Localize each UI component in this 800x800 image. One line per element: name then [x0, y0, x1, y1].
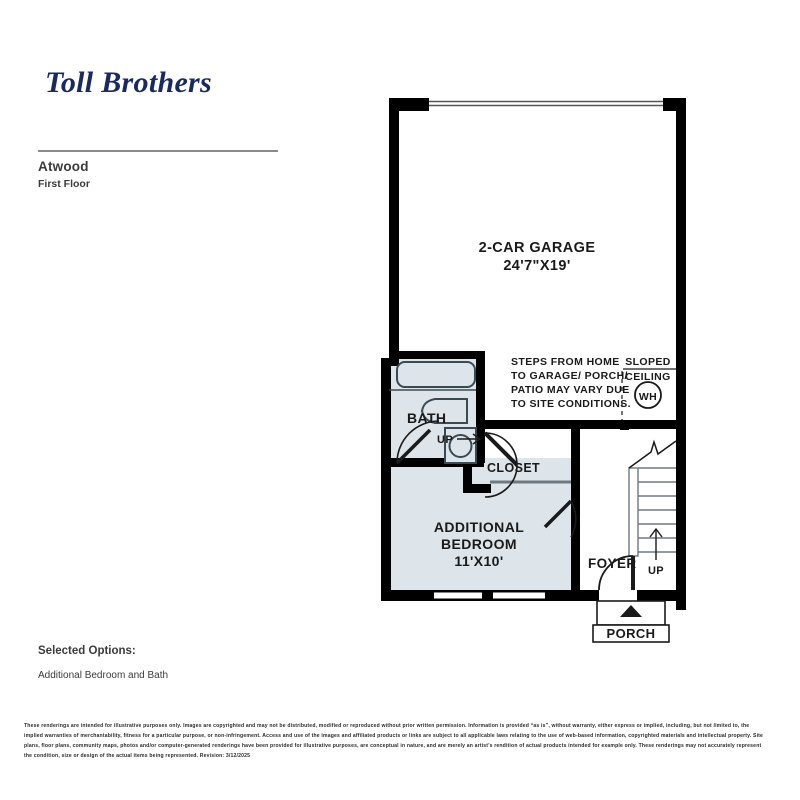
- garage-dimensions: 24'7"X19': [503, 258, 570, 274]
- bedroom-dimensions: 11'X10': [454, 553, 503, 569]
- disclaimer-text: These renderings are intended for illust…: [24, 723, 764, 759]
- sloped-ceiling-line-2: CEILING: [625, 371, 670, 383]
- steps-note-line-1: STEPS FROM HOME: [511, 356, 620, 368]
- water-heater-icon: [634, 381, 662, 409]
- wall-closet-left: [463, 458, 472, 493]
- window-bedroom-left: [434, 592, 482, 599]
- wall-garage-bottom-right: [485, 420, 686, 429]
- porch-label-box: [592, 624, 670, 643]
- wall-bath-right: [476, 351, 485, 463]
- porch-label: PORCH: [607, 626, 656, 641]
- wall-bottom-foyer-right: [637, 590, 686, 601]
- wall-bottom-foyer-left: [579, 590, 599, 601]
- wall-stair-left: [620, 429, 629, 430]
- up-stairs-arrow-head: [649, 527, 663, 538]
- bath-label: BATH: [407, 410, 446, 426]
- up-stairs-label: UP: [648, 565, 664, 577]
- foyer-door-swing: [598, 555, 634, 591]
- selected-options-title: Selected Options:: [38, 645, 136, 657]
- closet-label: CLOSET: [487, 461, 540, 475]
- bathtub-fixture: [396, 361, 476, 388]
- wall-left-outer: [389, 98, 399, 366]
- plan-floor-label: First Floor: [38, 178, 90, 190]
- bath-door-swing: [396, 420, 440, 464]
- up-garage-arrow-head: [472, 433, 482, 445]
- up-garage-label: UP: [437, 434, 453, 446]
- toilet-fixture: [420, 398, 468, 424]
- sink-basin-fixture: [448, 434, 473, 458]
- sloped-ceiling-line-1: SLOPED: [625, 356, 671, 368]
- wall-closet-top: [389, 458, 484, 467]
- stair-treads: [638, 467, 676, 553]
- bedroom-label-line-1: ADDITIONAL: [434, 519, 524, 535]
- wall-closet-bottom: [463, 484, 491, 493]
- steps-note-line-4: TO SITE CONDITIONS.: [511, 398, 631, 410]
- stair-break-line: [628, 439, 677, 469]
- brand-divider: [38, 150, 278, 152]
- bedroom-door-swing: [570, 500, 577, 538]
- stair-stringer: [628, 467, 639, 557]
- wall-left-lower: [381, 358, 391, 590]
- window-bedroom-right: [493, 592, 545, 599]
- garage-label: 2-CAR GARAGE: [479, 240, 596, 256]
- steps-note-line-2: TO GARAGE/ PORCH/: [511, 370, 628, 382]
- garage-entry-door-panel: [483, 431, 519, 467]
- garage-room-fill: [395, 106, 680, 358]
- floor-plan-drawing: BATH CLOSET 2-CAR GARAGE 24'7"X19' STEPS…: [375, 90, 700, 645]
- wall-garage-bottom-left: [389, 351, 484, 359]
- selected-options-item: Additional Bedroom and Bath: [38, 670, 169, 681]
- bedroom-label-line-2: BEDROOM: [441, 536, 517, 552]
- bedroom-door-panel: [543, 499, 573, 529]
- steps-note-line-3: PATIO MAY VARY DUE: [511, 384, 630, 396]
- wall-right-outer: [676, 98, 686, 610]
- water-heater-label: WH: [639, 391, 657, 403]
- bath-door-panel: [395, 428, 432, 465]
- toll-brothers-logo: Toll Brothers: [45, 66, 213, 99]
- porch-roof-icon: [620, 605, 642, 617]
- plan-name: Atwood: [38, 159, 89, 174]
